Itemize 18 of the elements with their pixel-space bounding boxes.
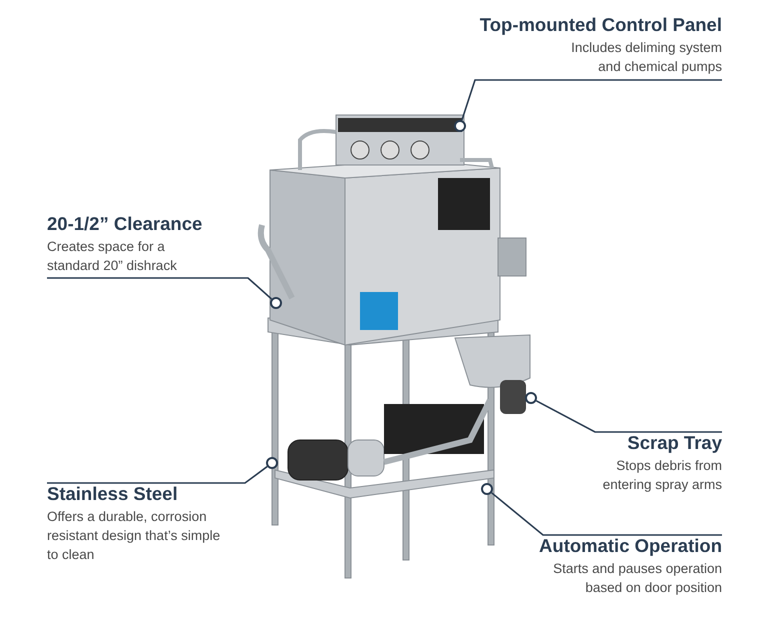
callout-dot <box>525 392 537 404</box>
callout-heading: 20-1/2” Clearance <box>47 213 204 235</box>
leader-line <box>461 79 722 121</box>
callout-heading: Automatic Operation <box>538 535 722 557</box>
callout-description: Stops debris from entering spray arms <box>602 457 722 494</box>
leader-line <box>47 277 272 300</box>
callout-description: Includes deliming system and chemical pumps <box>570 39 722 76</box>
callout-dot <box>266 457 278 469</box>
callout-heading: Scrap Tray <box>626 432 722 454</box>
callout-description: Offers a durable, corrosion resistant design that’s simple to clean <box>47 508 222 564</box>
callout-heading: Top-mounted Control Panel <box>478 14 722 36</box>
callout-dot <box>481 483 493 495</box>
leader-line <box>491 492 722 536</box>
leader-line <box>47 466 268 484</box>
callout-heading: Stainless Steel <box>47 483 179 505</box>
callout-description: Starts and pauses operation based on door position <box>552 560 722 597</box>
leader-line <box>536 400 722 433</box>
callout-description: Creates space for a standard 20” dishrack <box>47 238 178 275</box>
